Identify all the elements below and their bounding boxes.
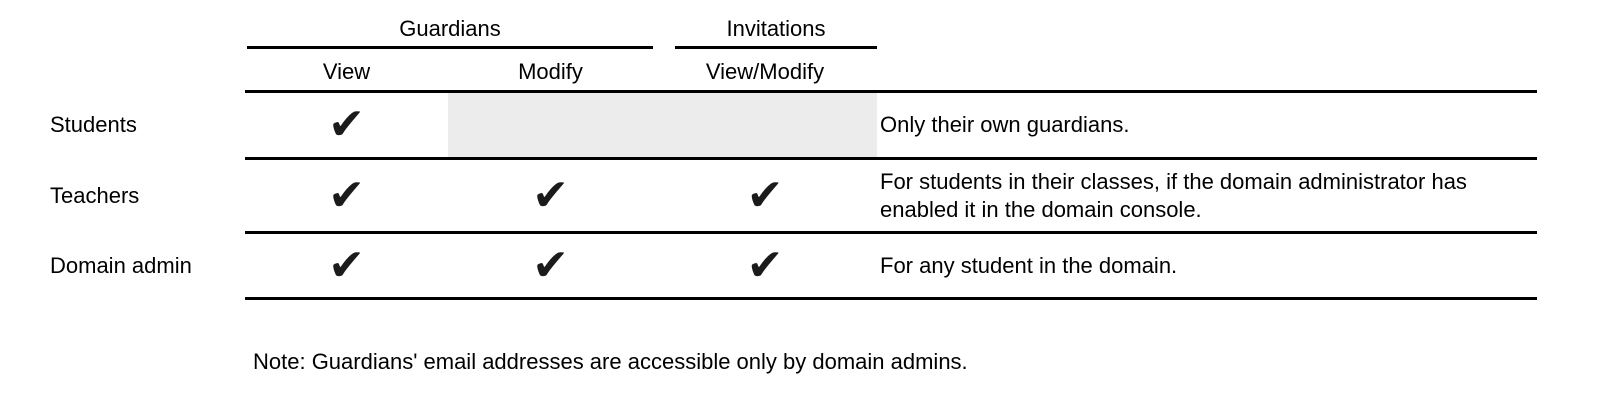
- row-label-teachers: Teachers: [50, 182, 140, 208]
- annotation-teachers: For students in their classes, if the do…: [880, 160, 1545, 231]
- cell-teachers-view: ✔: [245, 160, 448, 231]
- table-row-teachers: Teachers ✔ ✔ ✔ For students in their cla…: [0, 160, 1600, 231]
- admin-row-bottom-rule: [245, 297, 1537, 300]
- cell-students-view-modify: [653, 93, 877, 157]
- cell-admin-modify: ✔: [448, 234, 653, 297]
- annotation-text: Only their own guardians.: [880, 112, 1130, 137]
- annotation-domain-admin: For any student in the domain.: [880, 234, 1545, 297]
- column-group-guardians: Guardians: [399, 16, 501, 41]
- column-header-view: View: [322, 59, 371, 84]
- students-row-bottom-rule: [245, 157, 1537, 160]
- row-label-domain-admin: Domain admin: [50, 252, 192, 278]
- shaded-cell-students-modify-viewmodify: [448, 93, 877, 157]
- column-header-view-modify: View/Modify: [705, 59, 825, 84]
- cell-students-modify: [448, 93, 653, 157]
- table-row-students: Students ✔ Only their own guardians.: [0, 93, 1600, 157]
- annotation-text: For any student in the domain.: [880, 252, 1178, 278]
- annotation-students: Only their own guardians.: [880, 93, 1545, 157]
- column-header-modify: Modify: [518, 59, 583, 84]
- cell-admin-view-modify: ✔: [653, 234, 877, 297]
- teachers-row-bottom-rule: [245, 231, 1537, 234]
- row-label-students: Students: [50, 112, 137, 137]
- checkmark-icon: ✔: [746, 169, 784, 221]
- checkmark-icon: ✔: [328, 169, 365, 221]
- invitations-group-underline: [675, 46, 877, 49]
- checkmark-icon: ✔: [328, 239, 365, 291]
- annotation-text: For students in their classes, if the do…: [880, 168, 1467, 222]
- checkmark-icon: ✔: [532, 239, 569, 291]
- table-row-domain-admin: Domain admin ✔ ✔ ✔ For any student in th…: [0, 234, 1600, 297]
- column-group-invitations: Invitations: [726, 16, 826, 41]
- cell-admin-view: ✔: [245, 234, 448, 297]
- cell-students-view: ✔: [245, 93, 448, 157]
- header-bottom-rule: [245, 90, 1537, 93]
- footnote: Note: Guardians' email addresses are acc…: [253, 349, 968, 374]
- cell-teachers-modify: ✔: [448, 160, 653, 231]
- guardians-group-underline: [247, 46, 653, 49]
- checkmark-icon: ✔: [532, 169, 569, 221]
- checkmark-icon: ✔: [328, 99, 365, 150]
- cell-teachers-view-modify: ✔: [653, 160, 877, 231]
- checkmark-icon: ✔: [746, 239, 784, 291]
